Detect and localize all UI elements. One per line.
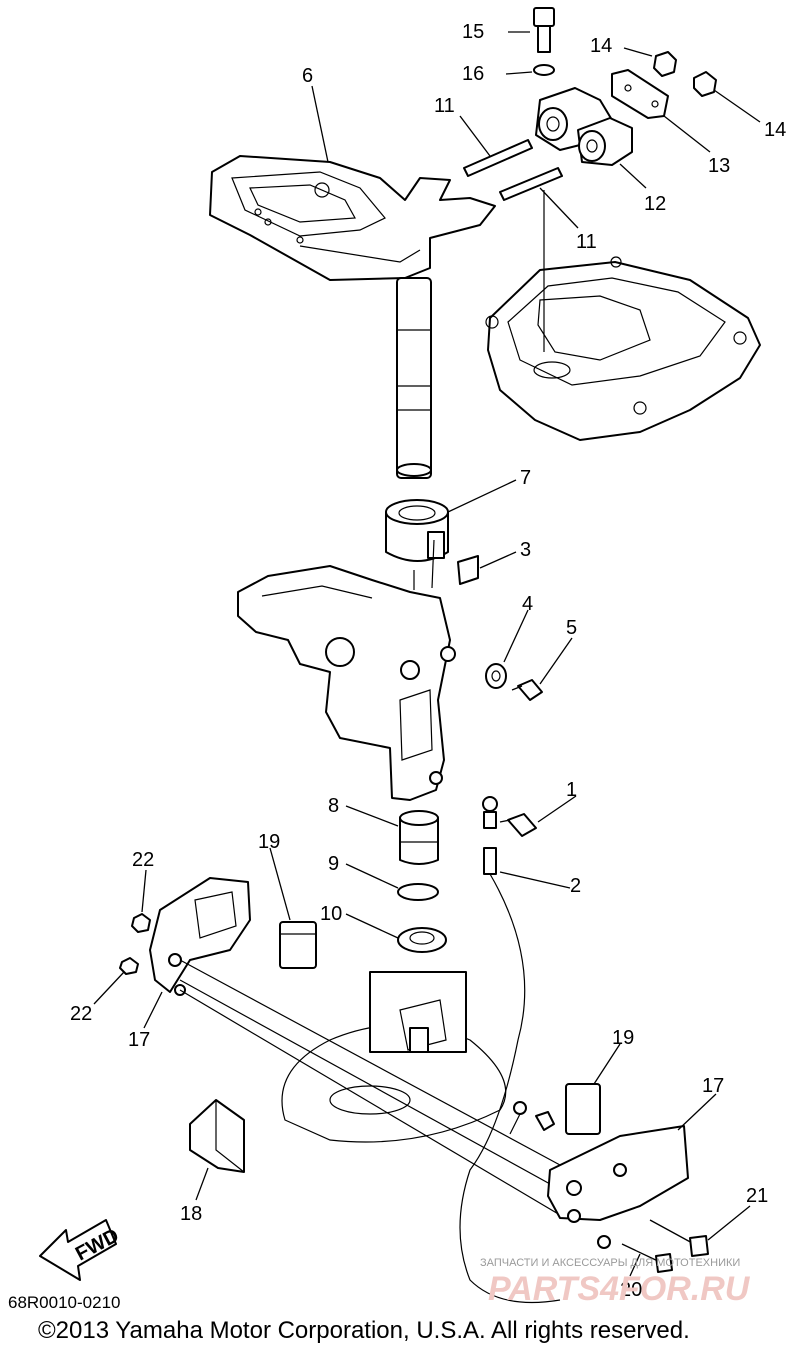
- engine-base-casting: [485, 256, 761, 441]
- bolt-part-15: [533, 7, 555, 53]
- watermark-tagline: ЗАПЧАСТИ И АКСЕССУАРЫ ДЛЯ МОТОТЕХНИКИ: [480, 1257, 740, 1269]
- callout-2: 2: [570, 875, 581, 897]
- callout-7: 7: [520, 467, 531, 489]
- callout-17-a: 17: [128, 1029, 150, 1051]
- o-ring-part-9: [397, 883, 439, 901]
- callout-numbers: 1 2 3 4 5 6 7 8 9 10 11 11 12 13 14 14 1…: [70, 21, 786, 1301]
- stud-bolts-part-11: [463, 139, 563, 201]
- nut-part-14-a: [653, 51, 677, 77]
- callout-14-b: 14: [764, 119, 786, 141]
- damper-part-18: [189, 1099, 245, 1173]
- callout-13: 13: [708, 155, 730, 177]
- ground-lead-part-2: [459, 796, 561, 1303]
- leader-lines: [93, 31, 761, 1277]
- watermark-logo: PARTS4FOR.RU: [488, 1270, 751, 1308]
- callout-15: 15: [462, 21, 484, 43]
- callout-11-a: 11: [434, 95, 455, 117]
- rubber-mount-part-8: [399, 810, 439, 865]
- rear-mount-bracket-part-17: [547, 1125, 689, 1223]
- callout-11-b: 11: [576, 231, 597, 253]
- callout-5: 5: [566, 617, 577, 639]
- callout-12: 12: [644, 193, 666, 215]
- callout-4: 4: [522, 593, 533, 615]
- front-mount-bracket-part-17: [149, 877, 251, 996]
- ground-lead-terminal: [509, 1101, 555, 1135]
- callout-1: 1: [566, 779, 577, 801]
- bushing-part-7: [385, 499, 449, 562]
- fwd-arrow: FWD: [39, 1219, 123, 1281]
- bolt-part-20: [597, 1235, 673, 1273]
- grommet-part-4: [485, 663, 507, 689]
- callout-17-b: 17: [702, 1075, 724, 1097]
- rubber-pad-part-19-front: [279, 921, 317, 969]
- callout-10: 10: [320, 903, 342, 925]
- callout-22-a: 22: [132, 849, 154, 871]
- bolt-part-1: [499, 813, 537, 837]
- tie-rods: [179, 959, 571, 1216]
- swivel-bracket: [237, 565, 456, 801]
- nut-part-22-b: [119, 957, 139, 975]
- callout-18: 18: [180, 1203, 202, 1225]
- callout-19-b: 19: [612, 1027, 634, 1049]
- bolt-part-5: [511, 679, 543, 701]
- copyright-text: ©2013 Yamaha Motor Corporation, U.S.A. A…: [38, 1317, 690, 1344]
- diagram-code: 68R0010-0210: [8, 1293, 120, 1312]
- callout-3: 3: [520, 539, 531, 561]
- washer-part-16: [533, 64, 555, 76]
- bolt-part-21: [649, 1219, 709, 1257]
- seal-part-10: [397, 927, 447, 953]
- callout-22-b: 22: [70, 1003, 92, 1025]
- bracket-plate-part-13: [611, 69, 669, 119]
- callout-19-a: 19: [258, 831, 280, 853]
- lower-casing: [281, 971, 507, 1143]
- callout-9: 9: [328, 853, 339, 875]
- callout-16: 16: [462, 63, 484, 85]
- watermark: ЗАПЧАСТИ И АКСЕССУАРЫ ДЛЯ МОТОТЕХНИКИ PA…: [480, 1257, 751, 1308]
- nut-part-22-a: [131, 913, 151, 933]
- callout-14-a: 14: [590, 35, 612, 57]
- upper-mount-assembly-part-12: [535, 87, 633, 166]
- callout-6: 6: [302, 65, 313, 87]
- callout-20: 20: [620, 1279, 642, 1301]
- steering-bracket-part-6: [209, 155, 496, 479]
- rubber-pad-part-19-rear: [565, 1083, 601, 1135]
- plate-part-3: [457, 555, 479, 585]
- callout-8: 8: [328, 795, 339, 817]
- callout-21: 21: [746, 1185, 768, 1207]
- nut-part-14-b: [693, 71, 717, 97]
